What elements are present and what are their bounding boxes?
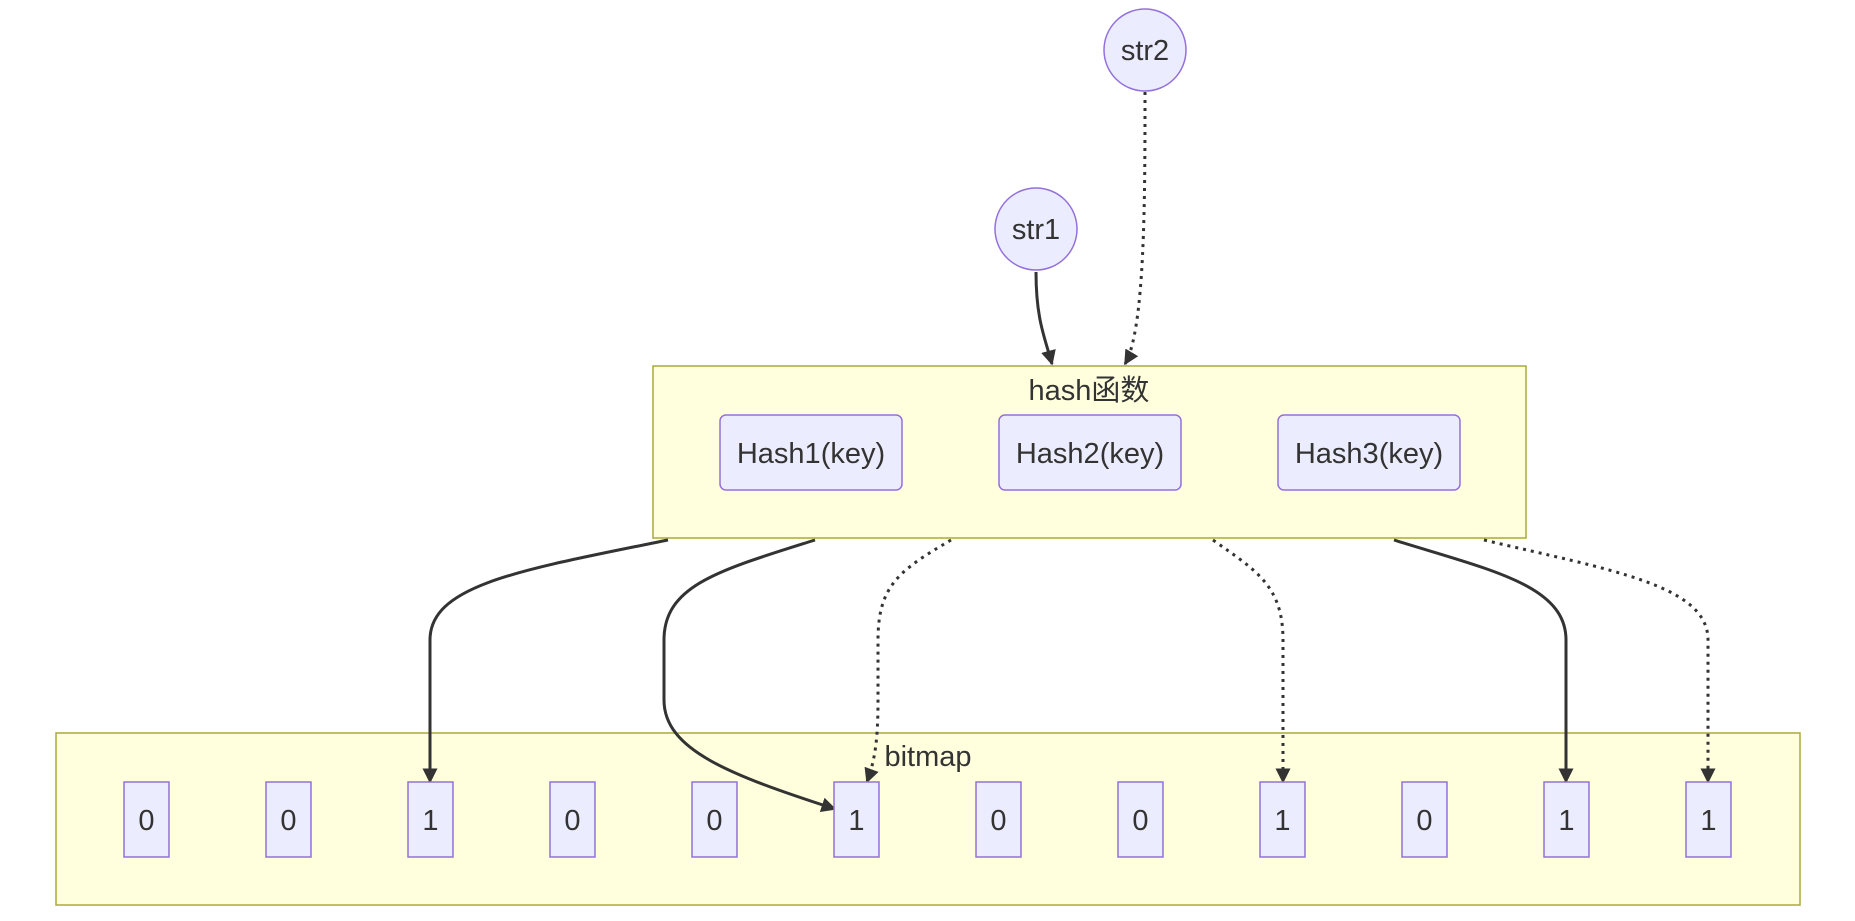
bit-cell-box [833, 781, 880, 858]
bit-value: 0 [564, 805, 580, 837]
hash-function-2-label: Hash2(key) [1016, 438, 1164, 470]
bit-cell-box [549, 781, 596, 858]
bitmap-cluster: bitmap [55, 732, 1801, 906]
str1-circle [994, 187, 1078, 271]
edge-hash-to-bit-3 [422, 538, 669, 784]
edge-str2-to-hash [1123, 91, 1147, 366]
bit-value: 1 [1558, 805, 1574, 837]
bit-cell: 1 [1685, 781, 1732, 858]
hash-function-1-label: Hash1(key) [737, 438, 885, 470]
bit-cell: 1 [1259, 781, 1306, 858]
edge-hash-to-bit-11 [1393, 538, 1574, 784]
bit-value: 0 [280, 805, 296, 837]
bit-value: 1 [422, 805, 438, 837]
node-str1: str1 [994, 187, 1078, 271]
edge-hash-to-bit-6-solid [662, 538, 837, 812]
hash-function-2: Hash2(key) [998, 414, 1182, 491]
edge-hash-to-bit-9 [1212, 538, 1291, 784]
bit-cell-box [975, 781, 1022, 858]
hash-function-3: Hash3(key) [1277, 414, 1461, 491]
hash-function-3-box [1277, 414, 1461, 491]
hash-function-3-label: Hash3(key) [1295, 438, 1443, 470]
hash-cluster-label: hash函数 [1029, 374, 1150, 407]
bit-cell: 1 [407, 781, 454, 858]
edges [422, 91, 1716, 812]
bit-value: 0 [706, 805, 722, 837]
bit-cell-box [1259, 781, 1306, 858]
bit-cell: 0 [1401, 781, 1448, 858]
bit-value: 0 [1132, 805, 1148, 837]
str2-circle [1103, 8, 1187, 92]
hash-function-2-box [998, 414, 1182, 491]
str2-label: str2 [1121, 35, 1169, 67]
bit-cell: 0 [1117, 781, 1164, 858]
bitmap-cluster-label: bitmap [884, 741, 971, 773]
bit-cell: 0 [691, 781, 738, 858]
node-str2: str2 [1103, 8, 1187, 92]
bit-cell-box [265, 781, 312, 858]
bit-cell: 0 [975, 781, 1022, 858]
bit-value: 1 [1274, 805, 1290, 837]
hash-function-1: Hash1(key) [719, 414, 903, 491]
bit-cell: 0 [265, 781, 312, 858]
bit-cell-box [1117, 781, 1164, 858]
bit-cell-box [407, 781, 454, 858]
bit-value: 0 [1416, 805, 1432, 837]
bit-cell: 0 [123, 781, 170, 858]
bit-cell: 1 [1543, 781, 1590, 858]
bit-cell-box [1543, 781, 1590, 858]
bitmap-cluster-box [55, 732, 1801, 906]
hash-function-1-box [719, 414, 903, 491]
bitmap-cells: 0 0 1 0 0 1 0 0 [123, 781, 1732, 858]
edge-str1-to-hash [1034, 271, 1056, 366]
bit-value: 0 [138, 805, 154, 837]
bit-cell: 0 [549, 781, 596, 858]
bit-value: 1 [1700, 805, 1716, 837]
str1-label: str1 [1012, 214, 1060, 246]
bit-cell: 1 [833, 781, 880, 858]
bit-cell-box [691, 781, 738, 858]
bit-value: 1 [848, 805, 864, 837]
bit-cell-box [1685, 781, 1732, 858]
bit-cell-box [1401, 781, 1448, 858]
bit-cell-box [123, 781, 170, 858]
bit-value: 0 [990, 805, 1006, 837]
